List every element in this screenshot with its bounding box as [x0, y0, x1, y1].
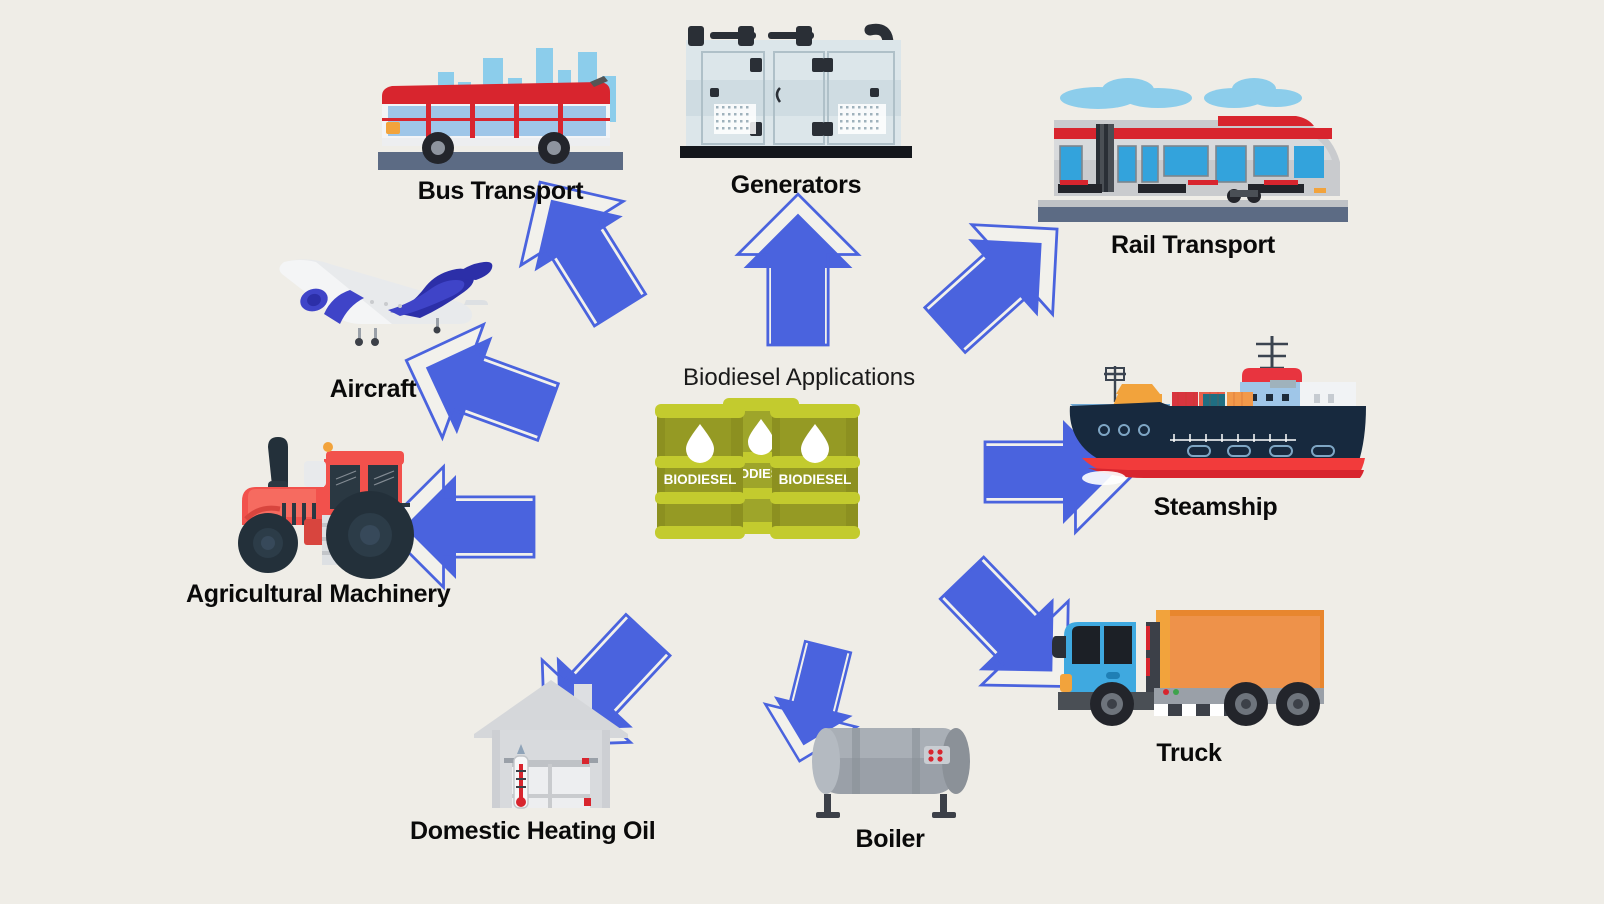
cargo-truck-icon — [1052, 610, 1324, 726]
container-ship-icon — [1069, 336, 1366, 485]
node-label-aircraft: Aircraft — [329, 375, 417, 403]
node-boiler[interactable]: Boiler — [800, 718, 980, 852]
node-steamship[interactable]: Steamship — [1058, 318, 1373, 520]
house-radiator-icon — [474, 680, 628, 809]
airplane-icon — [279, 259, 493, 346]
node-generators[interactable]: Generators — [680, 18, 912, 198]
node-label-bus: Bus Transport — [417, 177, 584, 205]
node-label-truck: Truck — [1156, 739, 1222, 767]
diesel-generator-icon — [680, 23, 912, 158]
page-title: Biodiesel Applications — [683, 364, 916, 391]
node-rail[interactable]: Rail Transport — [1038, 72, 1348, 258]
arrow-to-generators — [736, 192, 860, 347]
node-heating[interactable]: Domestic Heating Oil — [410, 672, 656, 844]
farm-tractor-icon — [238, 437, 414, 579]
city-bus-icon — [378, 48, 623, 170]
passenger-train-icon — [1038, 78, 1348, 222]
node-label-boiler: Boiler — [855, 825, 925, 853]
biodiesel-barrels-icon: BIODIESEL BIODIESEL — [655, 398, 860, 539]
node-label-rail: Rail Transport — [1111, 231, 1275, 259]
node-label-steamship: Steamship — [1153, 493, 1278, 521]
node-truck[interactable]: Truck — [1050, 588, 1328, 766]
barrel-label-right: BIODIESEL — [779, 472, 852, 487]
center-barrels: BIODIESEL BIODIESEL — [655, 392, 860, 547]
barrel-label-left: BIODIESEL — [664, 472, 737, 487]
boiler-tank-icon — [812, 728, 970, 818]
node-label-heating: Domestic Heating Oil — [410, 817, 656, 845]
node-aircraft[interactable]: Aircraft — [270, 240, 500, 402]
node-label-generators: Generators — [730, 171, 862, 199]
node-bus[interactable]: Bus Transport — [378, 30, 623, 204]
node-label-tractor: Agricultural Machinery — [186, 580, 451, 608]
node-tractor[interactable]: Agricultural Machinery — [186, 425, 451, 607]
